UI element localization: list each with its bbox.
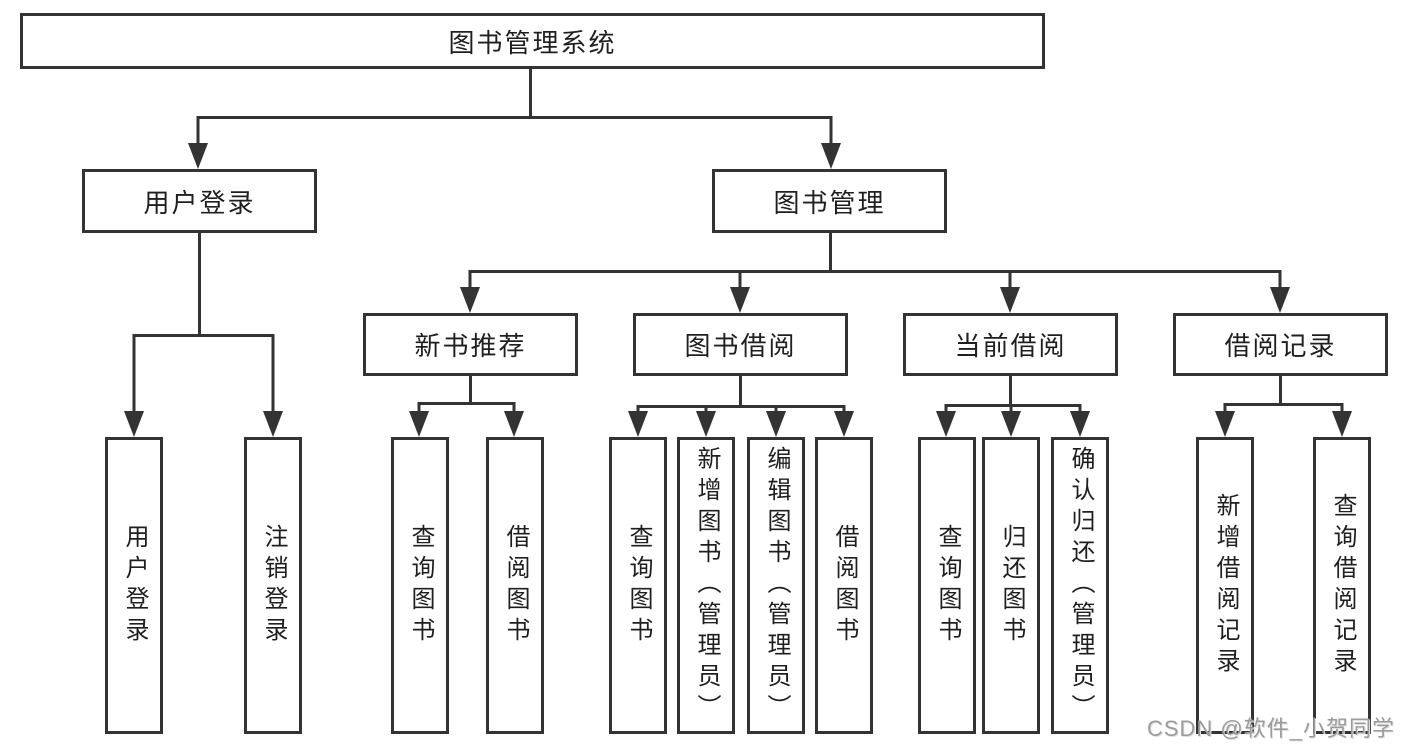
connector-new-book-group xyxy=(417,376,516,415)
node-root-system: 图书管理系统 xyxy=(20,13,1045,69)
arrowheads-book-management-group xyxy=(460,287,1290,313)
leaf-add-borrow-record: 新增借阅记录 xyxy=(1196,437,1254,734)
arrowheads-current-borrow-group xyxy=(936,411,1090,437)
leaf-borrow-book-recommend: 借阅图书 xyxy=(486,437,544,734)
node-book-management: 图书管理 xyxy=(712,169,947,233)
arrowheads-root-to-branches xyxy=(188,143,841,169)
node-new-book-recommend: 新书推荐 xyxy=(363,313,578,376)
leaf-query-book-current: 查询图书 xyxy=(918,437,976,734)
node-book-borrow: 图书借阅 xyxy=(633,313,848,376)
leaf-user-login: 用户登录 xyxy=(105,437,163,734)
leaf-add-book-admin: 新增图书（管理员） xyxy=(677,437,735,734)
arrowheads-user-login-group xyxy=(124,411,283,437)
arrowheads-new-book-group xyxy=(409,411,524,437)
connector-root-to-branches xyxy=(196,69,833,147)
arrowheads-book-borrow-group xyxy=(628,411,854,437)
csdn-watermark: CSDN @软件_小贺同学 xyxy=(1146,716,1395,741)
leaf-return-book: 归还图书 xyxy=(982,437,1040,734)
leaf-confirm-return-admin: 确认归还（管理员） xyxy=(1051,437,1109,734)
node-borrow-records: 借阅记录 xyxy=(1173,313,1388,376)
connector-book-borrow-group xyxy=(636,376,846,415)
connector-current-borrow-group xyxy=(944,376,1082,415)
leaf-edit-book-admin: 编辑图书（管理员） xyxy=(747,437,805,734)
leaf-borrow-book: 借阅图书 xyxy=(815,437,873,734)
leaf-logout: 注销登录 xyxy=(244,437,302,734)
node-current-borrow: 当前借阅 xyxy=(903,313,1118,376)
leaf-query-book-recommend: 查询图书 xyxy=(391,437,449,734)
connector-borrow-record-group xyxy=(1223,376,1344,415)
leaf-query-borrow-record: 查询借阅记录 xyxy=(1313,437,1371,734)
connector-book-management-group xyxy=(468,233,1282,291)
arrowheads-borrow-record-group xyxy=(1215,411,1352,437)
leaf-query-book-borrow: 查询图书 xyxy=(609,437,667,734)
connector-user-login-group xyxy=(132,233,275,415)
node-user-login: 用户登录 xyxy=(82,169,317,233)
